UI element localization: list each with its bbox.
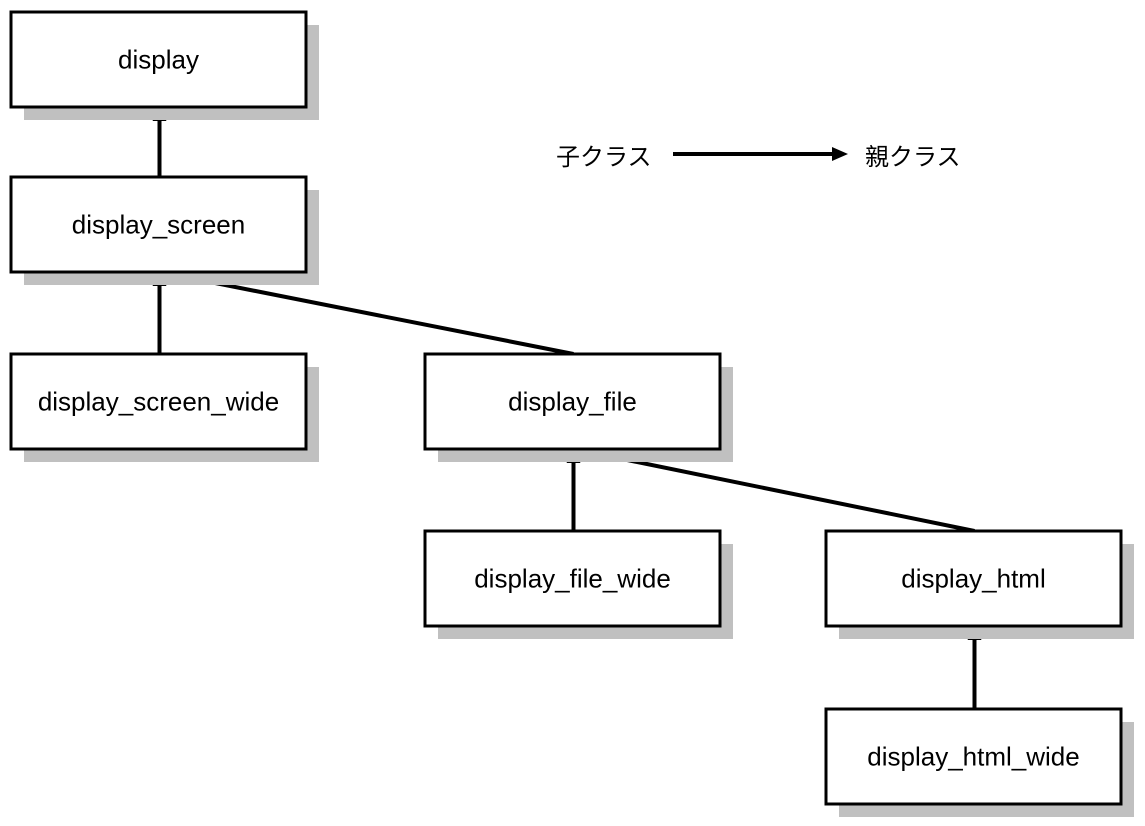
class-node-display-screen: display_screen: [9, 175, 319, 285]
class-node-display: display: [9, 10, 319, 120]
class-node-display-file: display_file: [423, 352, 733, 462]
node-box: [423, 529, 722, 628]
nodes-layer: display display_screen display_screen_wide…: [9, 10, 1134, 817]
node-box: [423, 352, 722, 451]
legend-arrow-head: [832, 147, 848, 161]
node-box: [9, 352, 308, 451]
node-label: display_file: [508, 387, 637, 417]
node-box: [824, 529, 1123, 628]
arrow-line: [586, 449, 975, 533]
legend-child-label: 子クラス: [556, 143, 652, 171]
node-label: display_html_wide: [867, 742, 1079, 772]
node-label: display_screen_wide: [38, 387, 279, 417]
node-box: [824, 707, 1123, 806]
class-node-display-screen-wide: display_screen_wide: [9, 352, 319, 462]
class-node-display-html: display_html: [824, 529, 1134, 639]
node-label: display_html: [901, 564, 1046, 594]
class-node-display-html-wide: display_html_wide: [824, 707, 1134, 817]
node-label: display_screen: [72, 210, 245, 240]
node-label: display_file_wide: [474, 564, 671, 594]
legend: 子クラス 親クラス: [556, 143, 961, 171]
legend-parent-label: 親クラス: [865, 143, 961, 171]
node-box: [9, 10, 308, 109]
node-box: [9, 175, 308, 274]
arrow-line: [172, 272, 574, 356]
node-label: display: [118, 45, 199, 75]
class-node-display-file-wide: display_file_wide: [423, 529, 733, 639]
